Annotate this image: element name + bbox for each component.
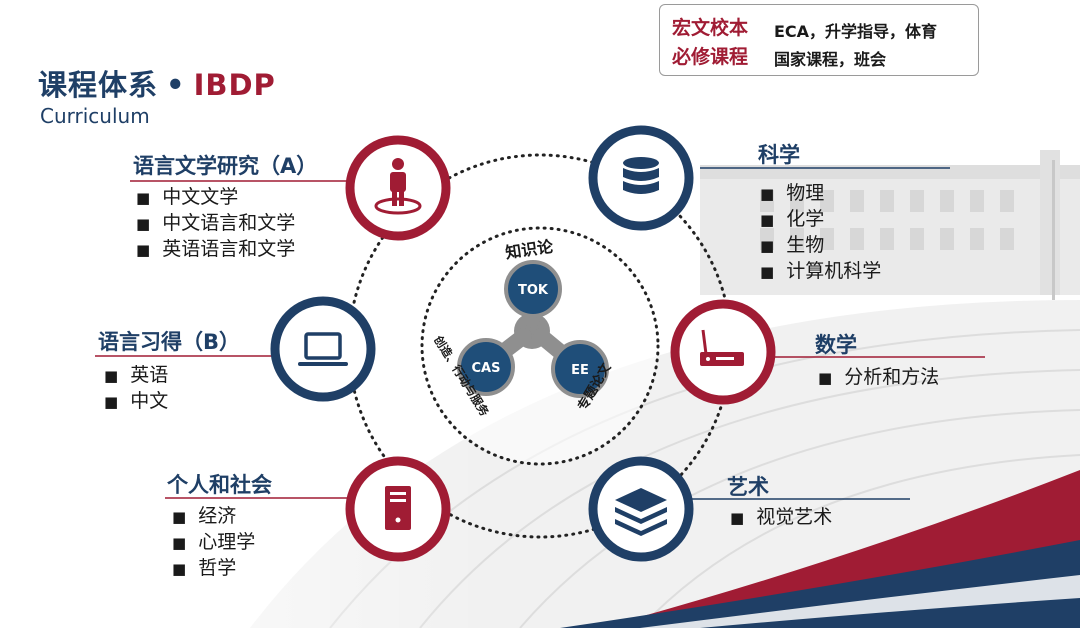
language-b-circle: [270, 296, 376, 402]
list-item: 视觉艺术: [730, 504, 832, 530]
list-item: 生物: [760, 232, 881, 258]
mathematics-list: 分析和方法: [818, 364, 939, 390]
list-item: 哲学: [172, 555, 255, 581]
title-main: 课程体系: [38, 68, 159, 102]
list-item: 中文: [104, 388, 168, 414]
language-b-list: 英语 中文: [104, 362, 168, 414]
title-accent: IBDP: [193, 68, 276, 102]
list-item: 物理: [760, 180, 881, 206]
cas-node-label: CAS: [472, 361, 501, 376]
list-item: 计算机科学: [760, 258, 881, 284]
language-b-heading: 语言习得（B）: [98, 330, 241, 354]
language-a-list: 中文文学 中文语言和文学 英语语言和文学: [136, 184, 295, 262]
list-item: 化学: [760, 206, 881, 232]
title-separator: •: [166, 68, 186, 102]
laptop-icon: [298, 332, 348, 366]
note-row1-text: ECA，升学指导，体育: [774, 22, 938, 41]
note-row1-label: 宏文校本: [672, 17, 749, 39]
list-item: 中文文学: [136, 184, 295, 210]
language-a-heading: 语言文学研究（A）: [133, 154, 318, 178]
tok-node: TOK: [504, 260, 562, 318]
sciences-heading: 科学: [758, 143, 800, 167]
page-title: 课程体系•IBDP: [38, 62, 276, 104]
person-on-target-icon: [374, 158, 422, 215]
mathematics-circle: [670, 299, 776, 405]
list-item: 中文语言和文学: [136, 210, 295, 236]
arts-heading: 艺术: [727, 475, 769, 499]
cas-node: CAS: [457, 338, 515, 396]
individuals-heading: 个人和社会: [167, 473, 272, 497]
router-icon: [700, 329, 744, 366]
corner-swoosh-decoration: [560, 470, 1080, 628]
sciences-circle: [588, 125, 694, 231]
note-row2-label: 必修课程: [672, 46, 749, 68]
school-courses-note: 宏文校本 ECA，升学指导，体育 必修课程 国家课程，班会: [659, 4, 979, 76]
tok-node-label: TOK: [518, 283, 549, 298]
ee-node: EE: [551, 340, 609, 398]
list-item: 英语: [104, 362, 168, 388]
arts-circle: [588, 456, 694, 562]
sciences-list: 物理 化学 生物 计算机科学: [760, 180, 881, 284]
list-item: 心理学: [172, 529, 255, 555]
layers-icon: [615, 488, 667, 536]
database-icon: [623, 157, 659, 194]
list-item: 英语语言和文学: [136, 236, 295, 262]
list-item: 分析和方法: [818, 364, 939, 390]
arts-list: 视觉艺术: [730, 504, 832, 530]
page-subtitle: Curriculum: [40, 104, 150, 128]
language-a-circle: [345, 135, 451, 241]
ee-node-label: EE: [571, 363, 589, 378]
list-item: 经济: [172, 503, 255, 529]
individuals-circle: [345, 456, 451, 562]
individuals-list: 经济 心理学 哲学: [172, 503, 255, 581]
note-row2-text: 国家课程，班会: [774, 50, 887, 69]
server-tower-icon: [385, 486, 411, 530]
mathematics-heading: 数学: [815, 333, 857, 357]
